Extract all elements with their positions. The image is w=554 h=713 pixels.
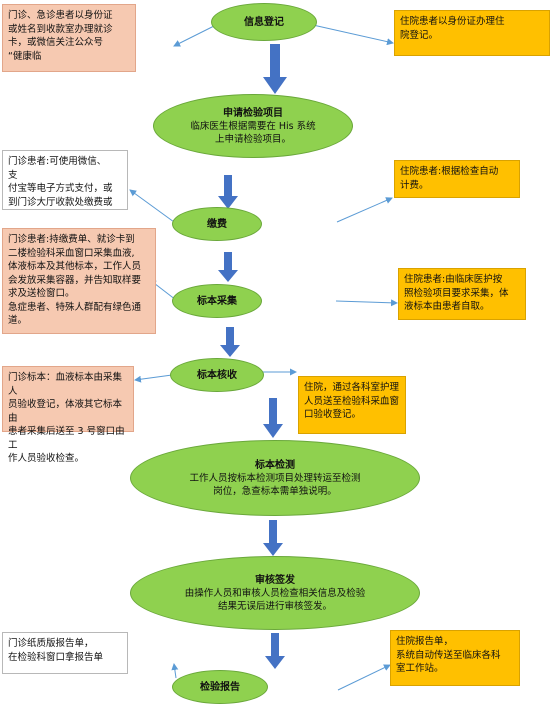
step-specimen-receipt: 标本核收 — [170, 358, 264, 392]
step-description: 工作人员按标本检测项目处理转运至检测 岗位，急查标本需单独说明。 — [189, 472, 361, 497]
connector-report-inpatient — [337, 664, 391, 691]
step-review-signoff: 审核签发 由操作人员和审核人员检查相关信息及检验 结果无误后进行审核签发。 — [130, 556, 420, 630]
note-inpatient-receipt: 住院，通过各科室护理 人员送至检验科采血窗 口验收登记。 — [298, 376, 406, 434]
step-specimen-collection: 标本采集 — [172, 284, 262, 318]
note-inpatient-registration: 住院患者以身份证办理住 院登记。 — [394, 10, 550, 56]
step-apply-test-items: 申请检验项目 临床医生根据需要在 His 系统 上申请检验项目。 — [153, 94, 353, 158]
connector-register-inpatient — [312, 24, 394, 46]
note-outpatient-collection: 门诊患者:持缴费单、就诊卡到 二楼检验科采血窗口采集血液, 体液标本及其他标本，… — [2, 228, 156, 334]
flow-arrow-6 — [263, 520, 283, 556]
step-title: 审核签发 — [255, 574, 295, 586]
connector-report-outpatient — [171, 663, 179, 679]
step-info-registration: 信息登记 — [211, 3, 317, 41]
connector-register-outpatient — [173, 24, 217, 47]
note-inpatient-payment: 住院患者:根据检查自动 计费。 — [394, 160, 520, 198]
step-title: 信息登记 — [244, 16, 284, 28]
note-outpatient-report: 门诊纸质版报告单， 在检验科窗口拿报告单 — [2, 632, 128, 674]
flow-arrow-5 — [263, 398, 283, 438]
connector-receipt-outpatient — [134, 374, 173, 383]
step-title: 标本采集 — [197, 295, 237, 307]
flow-arrow-7 — [265, 633, 285, 669]
step-description: 临床医生根据需要在 His 系统 上申请检验项目。 — [190, 120, 316, 145]
flow-arrow-1 — [263, 44, 287, 94]
note-inpatient-collection: 住院患者:由临床医护按 照检验项目要求采集，体 液标本由患者自取。 — [398, 268, 526, 320]
note-inpatient-report: 住院报告单， 系统自动传送至临床各科 室工作站。 — [390, 630, 520, 686]
step-test-report: 检验报告 — [172, 670, 268, 704]
flow-arrow-3 — [218, 252, 238, 282]
step-title: 标本核收 — [197, 369, 237, 381]
connector-collection-inpatient — [335, 299, 398, 307]
connector-payment-inpatient — [336, 197, 393, 223]
step-payment: 缴费 — [172, 207, 262, 241]
note-outpatient-registration: 门诊、急诊患者以身份证 或姓名到收款室办理就诊 卡，或微信关注公众号 “健康临 — [2, 4, 136, 72]
step-title: 缴费 — [207, 218, 227, 230]
step-title: 标本检测 — [255, 459, 295, 471]
step-description: 由操作人员和审核人员检查相关信息及检验 结果无误后进行审核签发。 — [184, 587, 366, 612]
step-title: 检验报告 — [200, 681, 240, 693]
connector-payment-outpatient — [129, 189, 175, 223]
step-specimen-testing: 标本检测 工作人员按标本检测项目处理转运至检测 岗位，急查标本需单独说明。 — [130, 440, 420, 516]
flow-arrow-4 — [220, 327, 240, 357]
step-title: 申请检验项目 — [223, 107, 283, 119]
note-outpatient-payment: 门诊患者:可使用微信、 支 付宝等电子方式支付，或 到门诊大厅收款处缴费或 — [2, 150, 128, 210]
note-outpatient-receipt: 门诊标本：血液标本由采集人 员验收登记，体液其它标本由 患者采集后送至 3 号窗… — [2, 366, 134, 464]
flow-arrow-2 — [218, 175, 238, 209]
